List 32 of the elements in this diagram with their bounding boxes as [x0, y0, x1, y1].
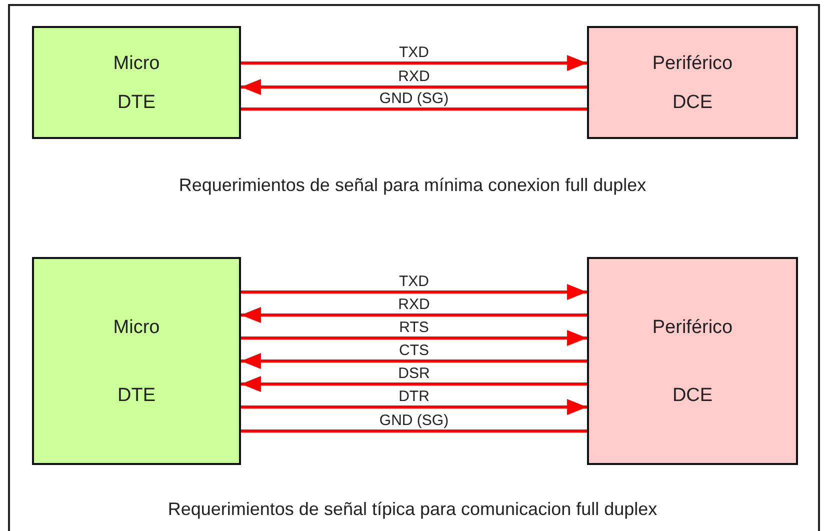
node-label: DCE	[672, 92, 713, 112]
dte-box	[32, 257, 241, 465]
signal-label: TXD	[399, 45, 429, 60]
signal-arrow	[241, 399, 587, 415]
signal-arrow	[241, 79, 587, 95]
caption: Requerimientos de señal para mínima conexion full duplex	[178, 176, 648, 194]
signal-label: RXD	[398, 69, 430, 84]
node-label: Micro	[113, 54, 160, 72]
signal-label: GND (SG)	[379, 413, 449, 428]
dce-box	[587, 26, 798, 139]
signal-label: RXD	[398, 297, 430, 312]
signal-arrow	[241, 307, 587, 323]
node-label: Periférico	[652, 318, 733, 336]
signal-label: TXD	[399, 274, 429, 289]
node-label: DTE	[118, 92, 156, 112]
signal-label: GND (SG)	[379, 91, 449, 106]
dce-box	[587, 257, 798, 465]
signal-arrow	[241, 353, 587, 369]
caption: Requerimientos de señal típica para comunicacion full duplex	[166, 500, 658, 518]
signal-label: CTS	[399, 343, 429, 358]
signal-label: DTR	[398, 389, 430, 404]
signal-arrow	[241, 284, 587, 300]
signal-arrow	[241, 55, 587, 71]
signal-arrow	[241, 330, 587, 346]
signal-label: DSR	[398, 366, 430, 381]
signal-arrow	[241, 376, 587, 392]
signal-label: RTS	[399, 320, 429, 335]
dte-box	[32, 26, 241, 139]
node-label: Micro	[113, 318, 160, 336]
node-label: Periférico	[652, 54, 733, 72]
node-label: DCE	[672, 386, 713, 404]
node-label: DTE	[118, 386, 156, 404]
